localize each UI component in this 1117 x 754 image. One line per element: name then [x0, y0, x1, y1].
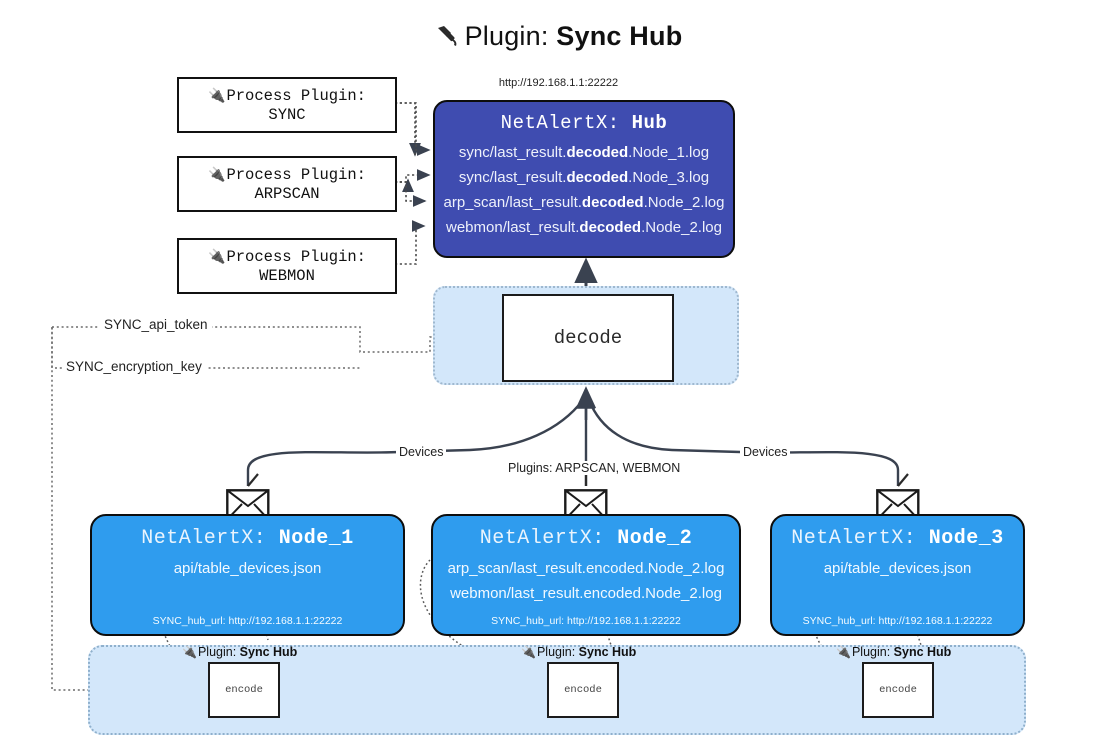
node-footer-hub-url: SYNC_hub_url: http://192.168.1.1:22222 — [491, 615, 681, 627]
encode-plugin-name: Sync Hub — [893, 645, 952, 659]
node-line-row: arp_scan/last_result.encoded.Node_2.log — [433, 556, 739, 581]
encode-plugin-prefix: Plugin: — [536, 645, 579, 659]
encode-plugin-label-1: 🔌Plugin: Sync Hub — [182, 645, 297, 659]
edge-webmon-log4 — [395, 220, 426, 265]
process-plugin-box-webmon[interactable]: 🔌Process Plugin: WEBMON — [177, 238, 397, 294]
node-title-prefix: NetAlertX: — [791, 527, 929, 550]
node-footer-hub-url: SYNC_hub_url: http://192.168.1.1:22222 — [152, 615, 343, 627]
process-plugin-box-arpscan[interactable]: 🔌Process Plugin: ARPSCAN — [177, 156, 397, 212]
node-title: NetAlertX: Node_1 — [92, 527, 403, 550]
envelope-stem-3 — [897, 473, 909, 487]
page-title: Plugin: Sync Hub — [0, 16, 1117, 60]
encode-plugin-label-3: 🔌Plugin: Sync Hub — [836, 645, 951, 659]
page-title-prefix: Plugin: — [464, 21, 557, 51]
node-title-name: Node_1 — [278, 527, 354, 550]
hub-url-label: http://192.168.1.1:22222 — [498, 77, 619, 89]
node-line: webmon/last_result.encoded.Node_2.log — [450, 585, 722, 602]
log-mid: decoded — [581, 194, 644, 211]
log-pre: sync/last_result. — [458, 144, 567, 161]
setting-label-encryption-key: SYNC_encryption_key — [62, 359, 206, 374]
log-pre: arp_scan/last_result. — [443, 194, 582, 211]
plug-icon: 🔌 — [208, 247, 226, 264]
process-plugin-label: Process Plugin: — [226, 247, 366, 266]
node-footer-hub-url: SYNC_hub_url: http://192.168.1.1:22222 — [802, 615, 993, 627]
edge-label-devices-left: Devices — [396, 445, 447, 459]
hub-title: NetAlertX: Hub — [435, 112, 733, 134]
node-line: api/table_devices.json — [823, 560, 972, 577]
node-line-list: api/table_devices.json — [92, 556, 403, 581]
edge-sync-log2 — [395, 169, 431, 183]
node-box-node-1[interactable]: NetAlertX: Node_1 api/table_devices.json… — [90, 514, 405, 636]
node-line-row: api/table_devices.json — [92, 556, 403, 581]
node-title: NetAlertX: Node_2 — [433, 527, 739, 550]
plug-icon: 🔌 — [208, 86, 226, 103]
plug-icon: 🔌 — [836, 645, 851, 659]
edge-arpscan-log3 — [395, 181, 427, 207]
log-post: .Node_2.log — [643, 194, 725, 211]
edge-label-devices-right: Devices — [740, 445, 791, 459]
hub-node-box[interactable]: NetAlertX: Hub sync/last_result.decoded.… — [433, 100, 735, 258]
log-mid: decoded — [579, 219, 642, 236]
node-line-list: api/table_devices.json — [772, 556, 1023, 581]
hub-title-name: Hub — [631, 112, 668, 134]
encode-plugin-name: Sync Hub — [239, 645, 298, 659]
log-pre: sync/last_result. — [458, 169, 567, 186]
envelope-stem-1 — [247, 473, 259, 487]
process-plugin-label: Process Plugin: — [226, 165, 366, 184]
node-box-node-2[interactable]: NetAlertX: Node_2 arp_scan/last_result.e… — [431, 514, 741, 636]
log-post: .Node_1.log — [628, 144, 710, 161]
hub-log-row: arp_scan/last_result.decoded.Node_2.log — [435, 190, 733, 215]
plug-icon: 🔌 — [521, 645, 536, 659]
node-line-row: webmon/last_result.encoded.Node_2.log — [433, 581, 739, 606]
envelope-icon[interactable] — [876, 489, 920, 526]
process-plugin-name: SYNC — [268, 105, 306, 124]
process-plugin-name: ARPSCAN — [254, 184, 320, 203]
node-line-list: arp_scan/last_result.encoded.Node_2.log … — [433, 556, 739, 606]
edge-sync-log1 — [395, 102, 431, 156]
edge-sync-to-log1 — [395, 102, 421, 157]
node-box-node-3[interactable]: NetAlertX: Node_3 api/table_devices.json… — [770, 514, 1025, 636]
process-plugin-box-sync[interactable]: 🔌Process Plugin: SYNC — [177, 77, 397, 133]
hub-log-list: sync/last_result.decoded.Node_1.log sync… — [435, 140, 733, 240]
node-title-name: Node_2 — [617, 527, 693, 550]
node-line: api/table_devices.json — [173, 560, 322, 577]
log-mid: decoded — [566, 169, 629, 186]
node-title-name: Node_3 — [928, 527, 1004, 550]
plug-icon: 🔌 — [182, 645, 197, 659]
encode-plugin-prefix: Plugin: — [851, 645, 894, 659]
setting-label-api-token: SYNC_api_token — [100, 317, 212, 332]
hub-log-row: webmon/last_result.decoded.Node_2.log — [435, 215, 733, 240]
encode-box-2[interactable]: encode — [547, 662, 619, 718]
log-post: .Node_2.log — [641, 219, 722, 236]
hub-log-row: sync/last_result.decoded.Node_3.log — [435, 165, 733, 190]
node-title: NetAlertX: Node_3 — [772, 527, 1023, 550]
plug-icon — [435, 20, 461, 60]
log-post: .Node_3.log — [628, 169, 710, 186]
log-mid: decoded — [566, 144, 629, 161]
page-title-name: Sync Hub — [556, 21, 683, 51]
log-pre: webmon/last_result. — [446, 219, 580, 236]
encode-plugin-prefix: Plugin: — [197, 645, 240, 659]
encode-plugin-name: Sync Hub — [578, 645, 637, 659]
process-plugin-label: Process Plugin: — [226, 86, 366, 105]
encode-box-3[interactable]: encode — [862, 662, 934, 718]
process-plugin-name: WEBMON — [259, 266, 315, 285]
node-title-prefix: NetAlertX: — [479, 527, 618, 550]
decode-box[interactable]: decode — [502, 294, 674, 382]
plug-icon: 🔌 — [208, 165, 226, 182]
hub-log-row: sync/last_result.decoded.Node_1.log — [435, 140, 733, 165]
edge-label-plugins-center: Plugins: ARPSCAN, WEBMON — [505, 461, 684, 475]
node-line-row: api/table_devices.json — [772, 556, 1023, 581]
encode-box-1[interactable]: encode — [208, 662, 280, 718]
node-title-prefix: NetAlertX: — [141, 527, 279, 550]
encode-plugin-label-2: 🔌Plugin: Sync Hub — [521, 645, 636, 659]
node-line: arp_scan/last_result.encoded.Node_2.log — [447, 560, 725, 577]
hub-title-prefix: NetAlertX: — [500, 112, 632, 134]
